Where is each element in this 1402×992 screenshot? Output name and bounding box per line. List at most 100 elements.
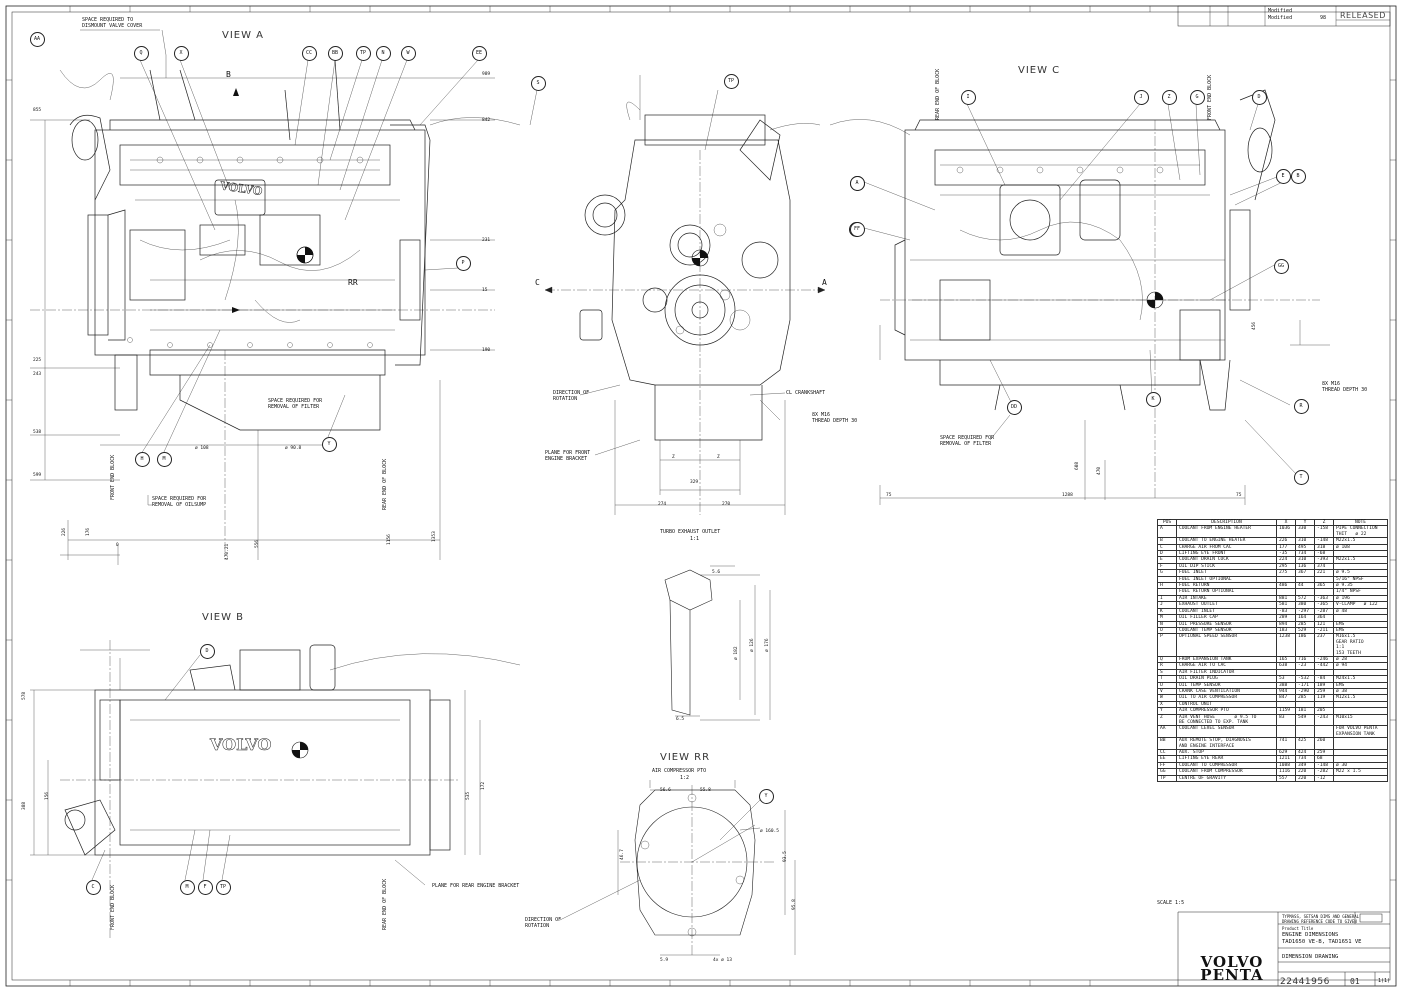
note-space-valve-cover: SPACE REQUIRED TO DISMOUNT VALVE COVER: [82, 17, 143, 29]
dimension-value: 535: [466, 791, 471, 800]
table-cell: AUX REMOTE STOP, DIAGNOSIS AND ENGINE IN…: [1176, 737, 1277, 751]
table-cell: M24x1.5: [1333, 675, 1388, 683]
note-front-end-block-a: FRONT END BLOCK: [110, 454, 116, 500]
dimension-value: 470.21: [225, 543, 230, 560]
callout-bubble-j: J: [1133, 89, 1149, 105]
dimension-value: 56.6: [660, 788, 671, 793]
table-cell: 1238: [1276, 633, 1296, 657]
table-cell: CENTRE OF GRAVITY: [1176, 774, 1277, 783]
table-cell: ø 9.5: [1333, 569, 1388, 577]
turbo-outlet-scale: 1:1: [690, 536, 700, 542]
dimension-value: 75: [1236, 493, 1242, 498]
dimension-value: 989: [482, 72, 491, 77]
table-cell: 330: [1295, 525, 1315, 539]
callout-bubble-e: E: [1275, 168, 1291, 184]
table-cell: [1333, 774, 1388, 783]
callout-bubble-bb: BB: [327, 45, 343, 61]
dimension-value: Z: [672, 455, 675, 460]
table-cell: ø 30: [1333, 761, 1388, 770]
dimension-value: 329: [690, 480, 699, 485]
note-plane-front: PLANE FOR FRONT ENGINE BRACKET: [545, 450, 591, 462]
release-status: RELEASED: [1340, 11, 1386, 20]
note-front-end-block-c: FRONT END BLOCK: [1207, 74, 1213, 120]
section-rr-marker: RR: [348, 278, 358, 287]
section-b-marker: B: [226, 70, 231, 79]
view-a-title: VIEW A: [222, 30, 265, 41]
table-cell: M22x1.5: [1333, 556, 1388, 564]
callout-bubble-f: F: [197, 879, 213, 895]
dimension-value: 6.5: [676, 717, 685, 722]
table-cell: EMS: [1333, 620, 1388, 628]
callout-bubble-x: X: [173, 45, 189, 61]
table-cell: EMS: [1333, 681, 1388, 690]
table-cell: -243: [1314, 713, 1334, 727]
callout-bubble-b: B: [1290, 168, 1306, 184]
callout-bubble-i: I: [960, 89, 976, 105]
callout-bubble-w: W: [400, 45, 416, 61]
dimension-value: 93.5: [783, 851, 788, 862]
svg-text:VOLVO: VOLVO: [209, 735, 272, 754]
callout-bubble-z: Z: [1161, 89, 1177, 105]
dimension-value: 456: [1252, 321, 1257, 330]
dimension-value: 470: [1097, 466, 1102, 475]
dimension-value: ø 90.8: [285, 446, 302, 451]
callout-bubble-dd: DD: [1006, 399, 1022, 415]
table-cell: M10x15: [1333, 713, 1388, 727]
table-cell: 260: [1314, 737, 1334, 751]
table-cell: [1295, 725, 1315, 739]
dimension-value: 55.8: [700, 788, 711, 793]
table-cell: 1/4" NPSF: [1333, 588, 1388, 596]
table-cell: V-CLAMP ø 122: [1333, 601, 1388, 609]
table-cell: 237: [1314, 633, 1334, 657]
dimension-value: 225: [33, 358, 42, 363]
callout-bubble-m: M: [156, 451, 172, 467]
section-a-marker: A: [822, 278, 827, 287]
table-cell: EMS: [1333, 626, 1388, 635]
table-cell: M22 x 1.5: [1333, 768, 1388, 776]
table-cell: AIR VENT HOSE ø 9.5 TO BE CONNECTED TO E…: [1176, 713, 1277, 727]
table-cell: OPTIONAL SPEED SENSOR: [1176, 633, 1277, 657]
table-cell: M16x1.5 GEAR RATIO 1:1 153 TEETH: [1333, 633, 1388, 657]
dimension-value: 599: [33, 473, 42, 478]
table-cell: [1333, 707, 1388, 715]
dimension-value: 578: [22, 691, 27, 700]
product-title-2: TAD1650 VE-B, TAD1651 VE: [1282, 939, 1362, 945]
dimension-value: 5.9: [660, 958, 669, 963]
callout-bubble-ff: FF: [849, 221, 865, 237]
table-cell: ø 48: [1333, 607, 1388, 616]
table-cell: Z: [1157, 713, 1177, 727]
dimension-value: 538: [33, 430, 42, 435]
dimension-value: 176: [86, 527, 91, 536]
product-label: Product Title: [1282, 926, 1314, 931]
callout-bubble-r: R: [1293, 398, 1309, 414]
product-title-1: ENGINE DIMENSIONS: [1282, 932, 1339, 938]
dimension-value: 5.6: [712, 570, 721, 575]
table-cell: -158: [1314, 525, 1334, 539]
note-rear-end-block-a: REAR END OF BLOCK: [382, 458, 388, 510]
table-cell: 549: [1295, 713, 1315, 727]
table-cell: [1333, 668, 1388, 677]
note-space-filter-c: SPACE REQUIRED FOR REMOVAL OF FILTER: [940, 435, 995, 447]
table-cell: PIPE CONNECTION THIT ø 22: [1333, 525, 1388, 539]
turbo-outlet-title: TURBO EXHAUST OUTLET: [660, 529, 721, 535]
dimension-value: 0: [116, 543, 119, 548]
table-cell: -12: [1314, 774, 1334, 783]
